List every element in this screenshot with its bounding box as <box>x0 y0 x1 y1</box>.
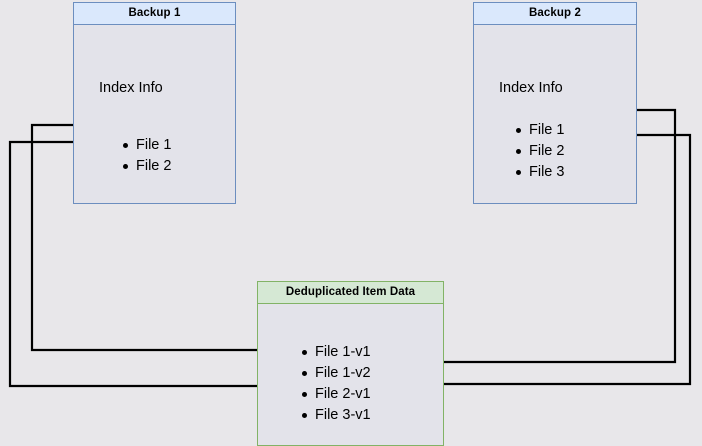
dedup-body: File 1-v1 File 1-v2 File 2-v1 File 3-v1 <box>258 304 443 445</box>
list-item: File 1 <box>121 135 171 156</box>
list-item: File 2-v1 <box>300 384 371 405</box>
list-item: File 1-v1 <box>300 342 371 363</box>
list-item: File 1 <box>514 120 564 141</box>
list-item: File 2 <box>121 156 171 177</box>
backup-1-body: Index Info File 1 File 2 <box>74 25 235 203</box>
backup-1-file-list: File 1 File 2 <box>121 135 171 177</box>
backup-2-file-list: File 1 File 2 File 3 <box>514 120 564 183</box>
list-item: File 2 <box>514 141 564 162</box>
backup-1-index-label: Index Info <box>99 80 163 96</box>
list-item: File 3 <box>514 162 564 183</box>
backup-1-node[interactable]: Backup 1 Index Info File 1 File 2 <box>73 2 236 204</box>
dedup-header: Deduplicated Item Data <box>258 282 443 304</box>
backup-2-header: Backup 2 <box>474 3 636 25</box>
backup-2-node[interactable]: Backup 2 Index Info File 1 File 2 File 3 <box>473 2 637 204</box>
dedup-item-list: File 1-v1 File 1-v2 File 2-v1 File 3-v1 <box>300 342 371 426</box>
list-item: File 3-v1 <box>300 405 371 426</box>
backup-1-header: Backup 1 <box>74 3 235 25</box>
backup-2-index-label: Index Info <box>499 80 563 96</box>
deduplicated-item-data-node[interactable]: Deduplicated Item Data File 1-v1 File 1-… <box>257 281 444 446</box>
list-item: File 1-v2 <box>300 363 371 384</box>
backup-2-body: Index Info File 1 File 2 File 3 <box>474 25 636 203</box>
